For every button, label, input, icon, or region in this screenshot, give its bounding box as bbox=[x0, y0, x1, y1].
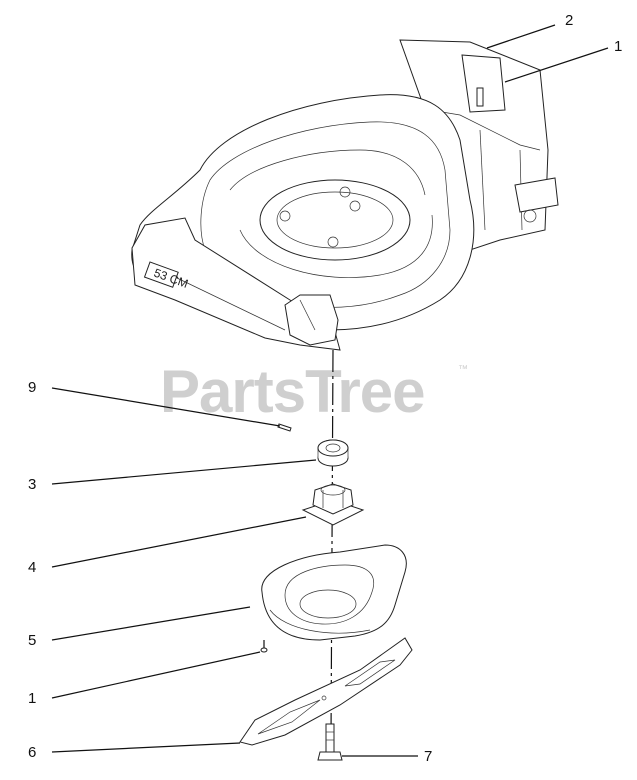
mower-deck: 53 CM bbox=[131, 39, 559, 351]
leader-1-top bbox=[504, 47, 609, 83]
callout-6: 6 bbox=[28, 744, 36, 761]
leader-4 bbox=[51, 516, 307, 568]
callout-1-top: 1 bbox=[614, 38, 622, 55]
callout-3: 3 bbox=[28, 476, 36, 493]
part-9-key bbox=[277, 423, 292, 432]
callout-4: 4 bbox=[28, 559, 36, 576]
callout-9: 9 bbox=[28, 379, 36, 396]
part-3-bearing bbox=[317, 439, 349, 467]
part-5-baffle-plate bbox=[261, 544, 407, 641]
leader-5 bbox=[51, 606, 251, 641]
part-6-blade bbox=[239, 637, 413, 746]
part-1-small-bolt bbox=[260, 640, 268, 653]
part-4-blade-adapter bbox=[301, 483, 365, 526]
callout-2-top: 2 bbox=[565, 12, 573, 29]
leader-1-bottom bbox=[51, 651, 261, 699]
leader-6 bbox=[51, 742, 241, 753]
leader-3 bbox=[51, 459, 317, 485]
watermark-tm: ™ bbox=[458, 364, 468, 375]
leader-9 bbox=[51, 387, 281, 427]
callout-1-bottom: 1 bbox=[28, 690, 36, 707]
watermark: PartsTree bbox=[160, 358, 425, 425]
leader-2-top bbox=[486, 24, 556, 49]
callout-7: 7 bbox=[424, 748, 432, 765]
part-7-blade-bolt bbox=[317, 723, 343, 761]
callout-5: 5 bbox=[28, 632, 36, 649]
